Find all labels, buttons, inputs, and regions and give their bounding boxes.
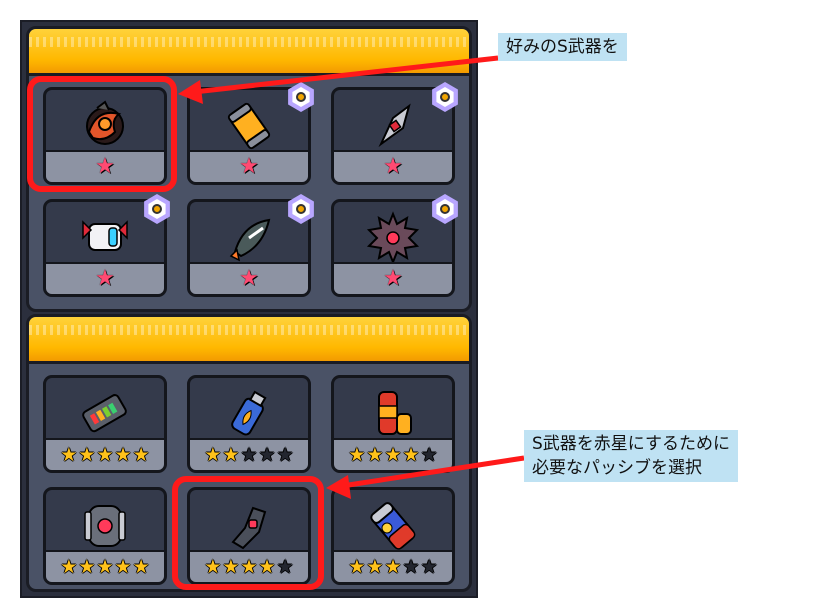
weapon-card-1-footer: ★ [46, 150, 164, 182]
empty-star-icon: ★ [258, 443, 276, 466]
callout-bottom: S武器を赤星にするために 必要なパッシブを選択 [524, 430, 738, 482]
category-badge-icon [144, 194, 170, 224]
category-badge-icon [288, 194, 314, 224]
passive-card-3-footer: ★★★★★ [334, 438, 452, 470]
filled-star-icon: ★ [258, 555, 276, 578]
filled-star-icon: ★ [132, 555, 150, 578]
passive-card-2-footer: ★★★★★ [190, 438, 308, 470]
passive-card-5-footer: ★★★★★ [190, 550, 308, 582]
weapon-card-5-footer: ★ [190, 262, 308, 294]
red-star-icon: ★ [383, 154, 403, 179]
filled-star-icon: ★ [348, 555, 366, 578]
weapon-card-6-footer: ★ [334, 262, 452, 294]
energy-cell-icon [370, 502, 416, 550]
callout-bottom-line1: S武器を赤星にするために [532, 434, 730, 454]
weapon-card-3-footer: ★ [334, 150, 452, 182]
red-star-icon: ★ [239, 266, 259, 291]
filled-star-icon: ★ [384, 555, 402, 578]
filled-star-icon: ★ [366, 555, 384, 578]
callout-top: 好みのS武器を [498, 33, 627, 61]
passive-card-1[interactable]: ★★★★★ [43, 375, 167, 473]
filled-star-icon: ★ [132, 443, 150, 466]
drone-weapon-icon [82, 220, 128, 251]
passive-highlight-frame [172, 476, 324, 590]
category-badge-icon [432, 82, 458, 112]
star-rating: ★★★★★ [348, 443, 438, 466]
category-badge-icon [288, 82, 314, 112]
passive-panel-banner [29, 317, 469, 364]
weapon-panel-banner [29, 29, 469, 76]
filled-star-icon: ★ [366, 443, 384, 466]
fuel-bottle-icon [231, 390, 267, 436]
passive-card-3[interactable]: ★★★★★ [331, 375, 455, 473]
energy-drink-icon [378, 391, 412, 435]
weapon-card-1[interactable]: ★ [43, 87, 167, 185]
callout-top-text: 好みのS武器を [506, 37, 619, 57]
red-star-icon: ★ [95, 266, 115, 291]
empty-star-icon: ★ [420, 555, 438, 578]
weapon-card-5[interactable]: ★ [187, 194, 314, 297]
passive-card-6[interactable]: ★★★★★ [331, 487, 455, 585]
empty-star-icon: ★ [276, 443, 294, 466]
passive-card-2[interactable]: ★★★★★ [187, 375, 311, 473]
spiked-ball-weapon-icon [366, 211, 420, 265]
filled-star-icon: ★ [204, 443, 222, 466]
battery-pack-icon [82, 394, 127, 433]
star-rating: ★★★★★ [204, 443, 294, 466]
filled-star-icon: ★ [78, 443, 96, 466]
weapon-card-6[interactable]: ★ [331, 194, 458, 297]
passive-panel: ★★★★★ ★★★★★ ★★★★★ [26, 314, 472, 592]
filled-star-icon: ★ [402, 443, 420, 466]
red-star-icon: ★ [383, 266, 403, 291]
star-rating: ★★★★★ [60, 443, 150, 466]
shark-rocket-weapon-icon [229, 218, 271, 262]
core-canister-icon [84, 505, 126, 547]
weapon-card-2-footer: ★ [190, 150, 308, 182]
star-rating: ★★★★★ [204, 555, 294, 578]
passive-card-1-footer: ★★★★★ [46, 438, 164, 470]
vortex-weapon-icon [86, 100, 124, 145]
filled-star-icon: ★ [60, 555, 78, 578]
filled-star-icon: ★ [222, 443, 240, 466]
filled-star-icon: ★ [96, 443, 114, 466]
passive-card-4[interactable]: ★★★★★ [43, 487, 167, 585]
empty-star-icon: ★ [402, 555, 420, 578]
canister-weapon-icon [227, 102, 271, 150]
filled-star-icon: ★ [114, 555, 132, 578]
weapon-card-2[interactable]: ★ [187, 82, 314, 185]
empty-star-icon: ★ [420, 443, 438, 466]
category-badge-icon [432, 194, 458, 224]
weapon-highlight-frame [27, 76, 177, 192]
filled-star-icon: ★ [222, 555, 240, 578]
filled-star-icon: ★ [114, 443, 132, 466]
callout-bottom-line2: 必要なパッシブを選択 [532, 458, 702, 478]
passive-card-5[interactable]: ★★★★★ [187, 487, 311, 585]
red-star-icon: ★ [95, 154, 115, 179]
star-rating: ★★★★★ [60, 555, 150, 578]
empty-star-icon: ★ [240, 443, 258, 466]
weapon-card-4-footer: ★ [46, 262, 164, 294]
star-rating: ★★★★★ [348, 555, 438, 578]
filled-star-icon: ★ [348, 443, 366, 466]
filled-star-icon: ★ [240, 555, 258, 578]
filled-star-icon: ★ [384, 443, 402, 466]
game-screen: ★ ★ ★ [20, 20, 478, 598]
filled-star-icon: ★ [78, 555, 96, 578]
filled-star-icon: ★ [204, 555, 222, 578]
armor-guard-icon [231, 506, 267, 550]
weapon-card-4[interactable]: ★ [43, 194, 170, 297]
red-star-icon: ★ [239, 154, 259, 179]
filled-star-icon: ★ [96, 555, 114, 578]
empty-star-icon: ★ [276, 555, 294, 578]
filled-star-icon: ★ [60, 443, 78, 466]
weapon-card-3[interactable]: ★ [331, 82, 458, 185]
kunai-weapon-icon [378, 103, 411, 148]
passive-card-4-footer: ★★★★★ [46, 550, 164, 582]
passive-card-6-footer: ★★★★★ [334, 550, 452, 582]
